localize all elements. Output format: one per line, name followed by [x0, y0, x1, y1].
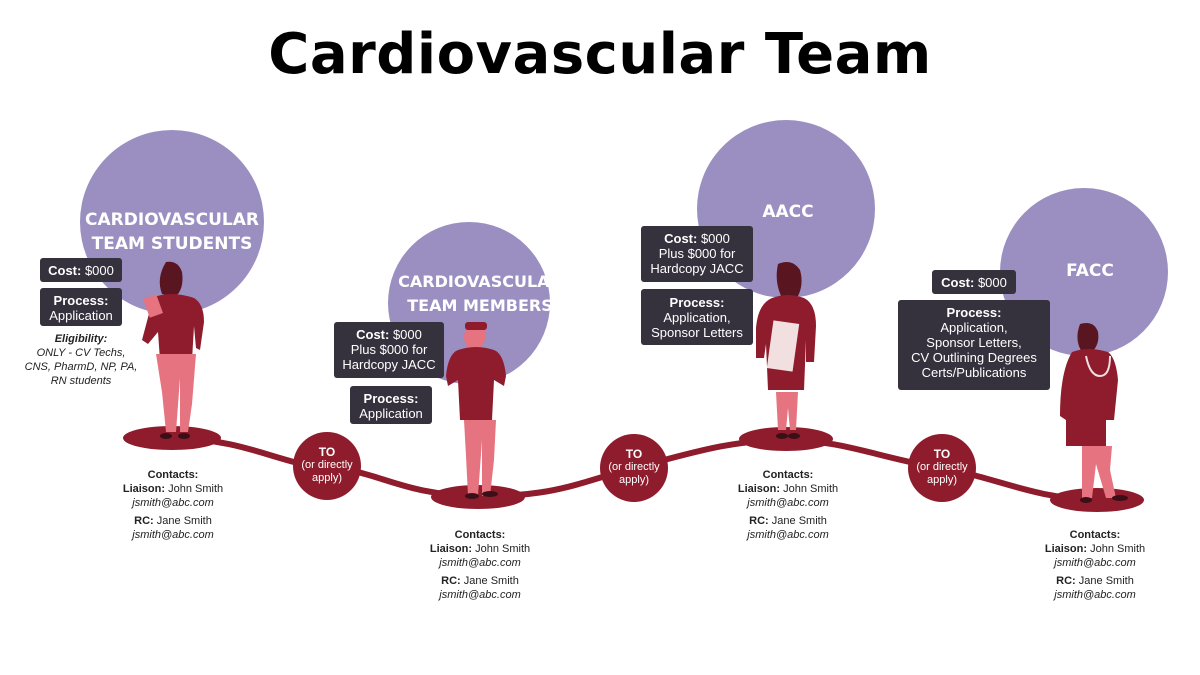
process-box-members: Process: Application: [350, 386, 432, 424]
aacc-figure-icon: [756, 262, 816, 439]
platform-facc: [1050, 488, 1144, 512]
connector-to-1: TO (or directly apply): [293, 432, 361, 500]
eligibility-note: Eligibility: ONLY - CV Techs, CNS, Pharm…: [24, 333, 138, 387]
stage-title-line: CARDIOVASCULAR: [85, 210, 259, 230]
stage-title-facc: FACC: [1020, 259, 1160, 283]
member-figure-icon: [446, 322, 506, 499]
cost-box-facc: Cost: $000: [932, 270, 1016, 294]
stage-title-line: TEAM MEMBERS: [407, 296, 553, 315]
contacts-aacc: Contacts: Liaison: John Smith jsmith@abc…: [737, 469, 839, 541]
stage-title-line: TEAM STUDENTS: [91, 234, 253, 254]
stage-title-line: CARDIOVASCULAR: [398, 272, 562, 291]
process-box-facc: Process: Application, Sponsor Letters, C…: [898, 300, 1050, 390]
page-title: Cardiovascular Team: [268, 22, 932, 87]
cost-box-members: Cost: $000 Plus $000 for Hardcopy JACC: [334, 322, 444, 378]
cost-box-students: Cost: $000: [40, 258, 122, 282]
stage-title-aacc: AACC: [708, 200, 868, 224]
platform-aacc: [739, 427, 833, 451]
stage-title-line: AACC: [762, 202, 814, 222]
contacts-members: Contacts: Liaison: John Smith jsmith@abc…: [429, 529, 531, 601]
contacts-students: Contacts: Liaison: John Smith jsmith@abc…: [122, 469, 224, 541]
facc-figure-icon: [1060, 323, 1128, 503]
process-box-aacc: Process: Application, Sponsor Letters: [641, 289, 753, 345]
process-box-students: Process: Application: [40, 288, 122, 326]
stage-title-students: CARDIOVASCULAR TEAM STUDENTS: [72, 208, 272, 256]
cost-box-aacc: Cost: $000 Plus $000 for Hardcopy JACC: [641, 226, 753, 282]
contacts-facc: Contacts: Liaison: John Smith jsmith@abc…: [1044, 529, 1146, 601]
student-figure-icon: [142, 261, 204, 439]
stage-title-members: CARDIOVASCULAR TEAM MEMBERS: [380, 270, 580, 318]
platform-students: [123, 426, 221, 450]
connector-to-2: TO (or directly apply): [600, 434, 668, 502]
connector-to-3: TO (or directly apply): [908, 434, 976, 502]
stage-title-line: FACC: [1066, 261, 1114, 281]
